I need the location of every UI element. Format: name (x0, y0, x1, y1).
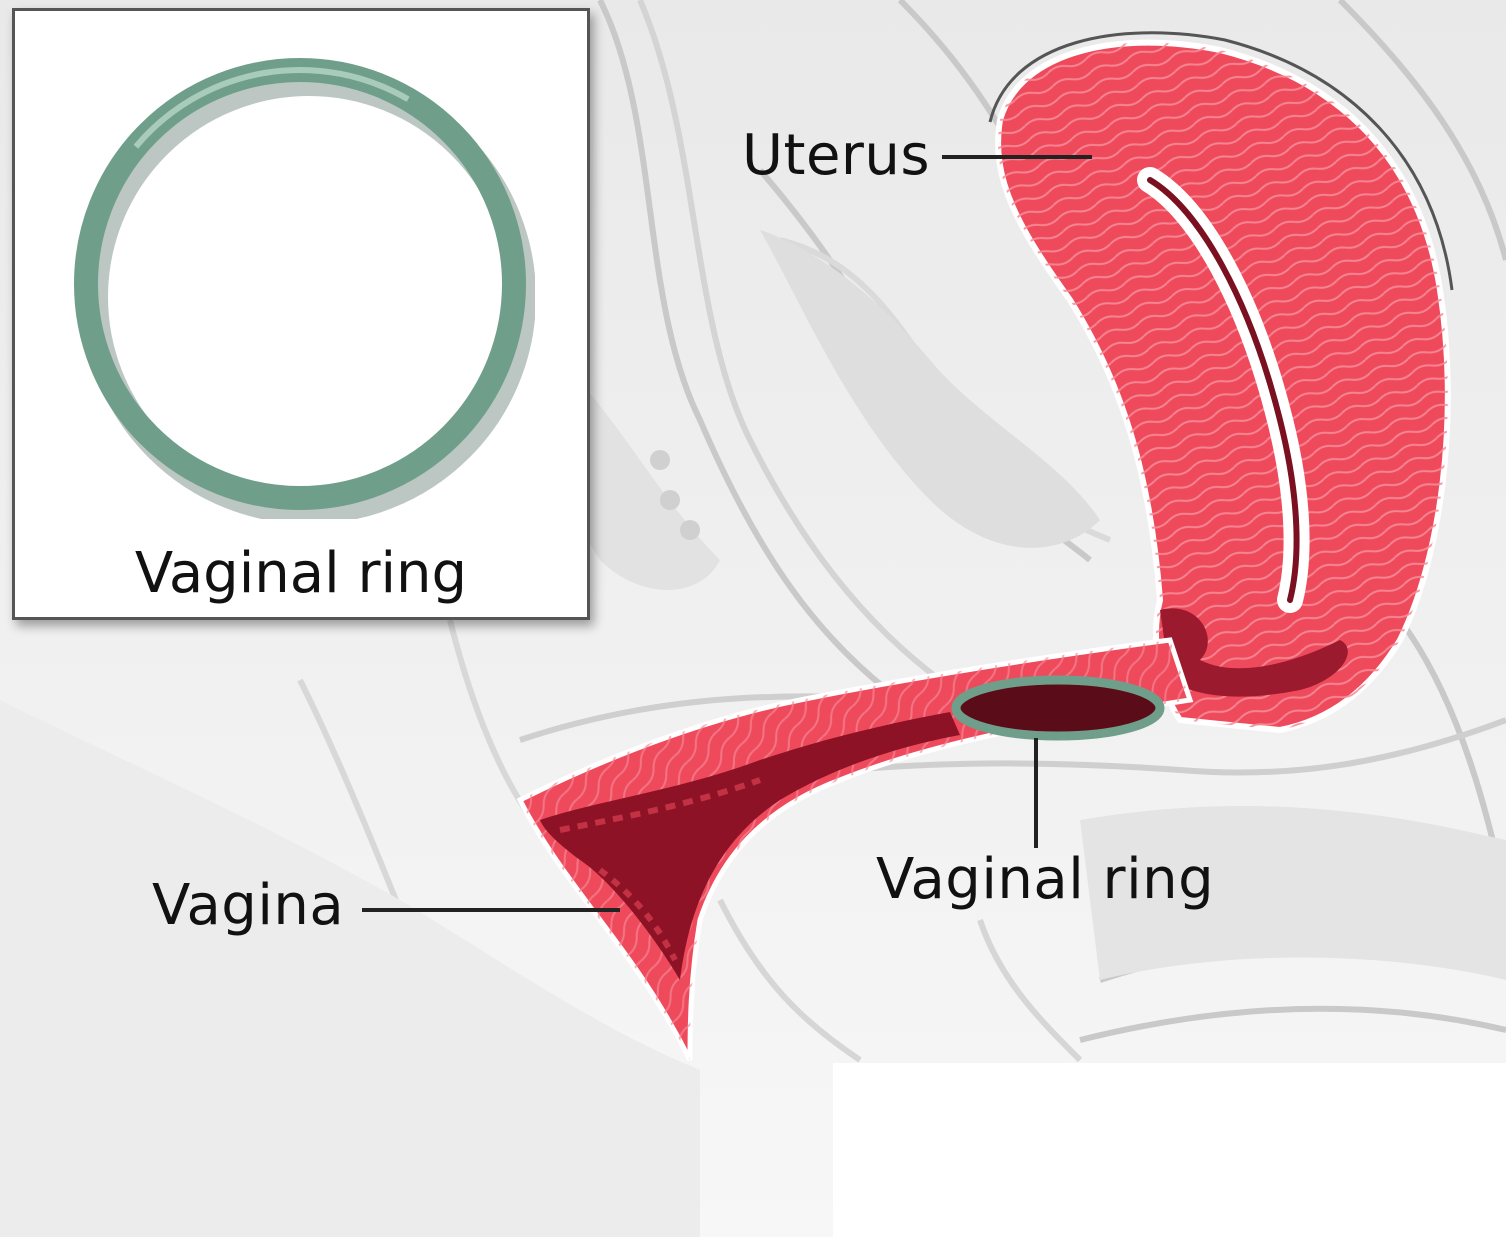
vaginal-ring-label: Vaginal ring (876, 852, 1214, 908)
vaginal-ring-inset: Vaginal ring (12, 8, 590, 620)
inset-caption: Vaginal ring (15, 541, 587, 606)
vaginal-ring-icon (65, 49, 535, 519)
vagina-label: Vagina (152, 878, 344, 934)
vaginal-ring-in-place (956, 680, 1160, 736)
bottom-white-panel (833, 1063, 1506, 1237)
uterus-label: Uterus (742, 128, 930, 184)
